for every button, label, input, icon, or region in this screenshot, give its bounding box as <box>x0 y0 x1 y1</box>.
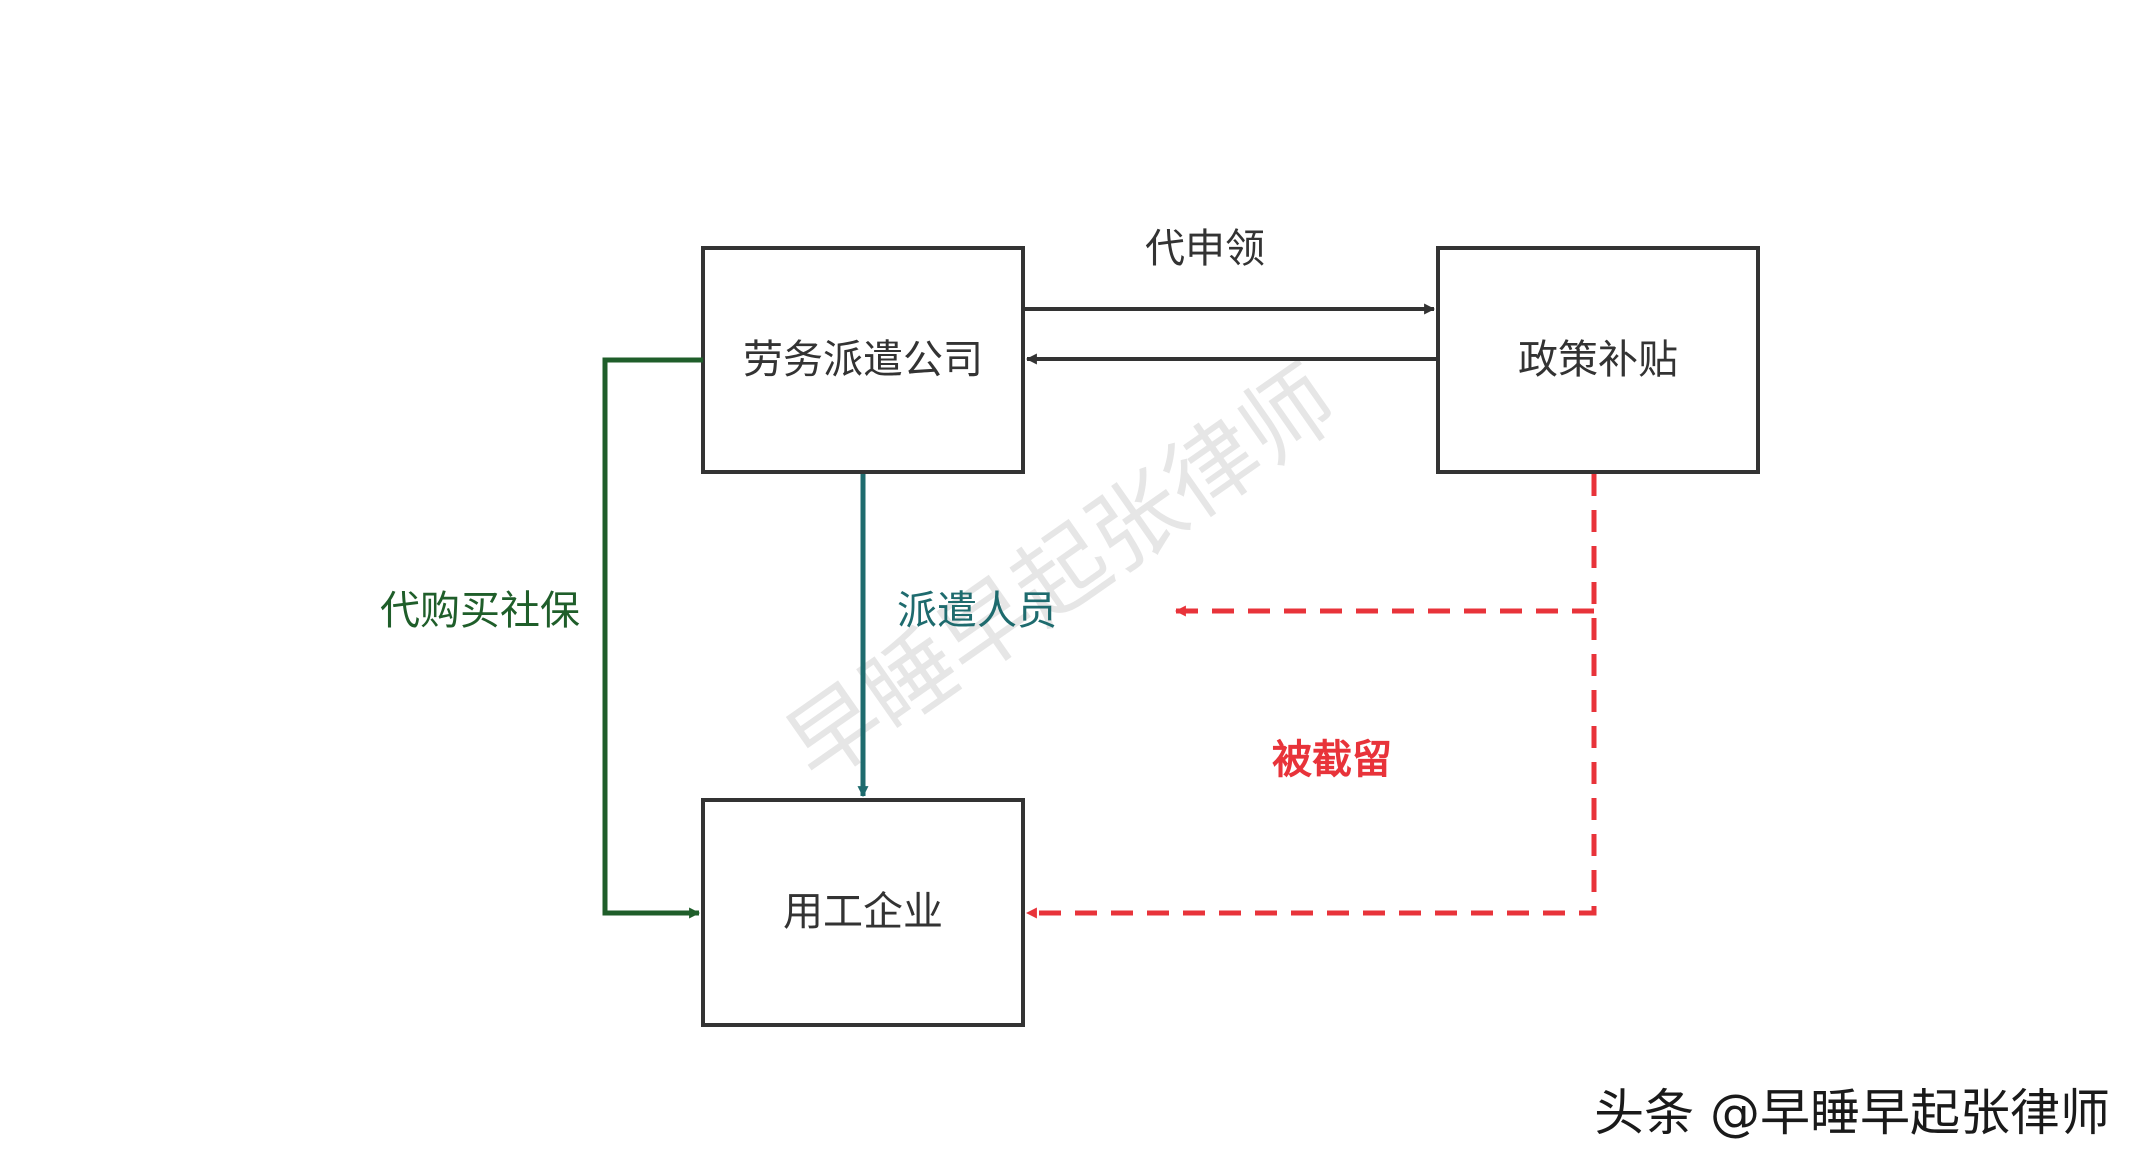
node-policy-subsidy: 政策补贴 <box>1436 246 1760 474</box>
edge-intercepted-to-employer <box>1025 474 1597 919</box>
node-employer-box <box>701 798 1025 1027</box>
edge-social-insurance-label: 代购买社保 <box>380 588 580 634</box>
credit-text: 头条 @早睡早起张律师 <box>1594 1084 2110 1142</box>
edge-intercepted-label: 被截留 <box>1272 737 1392 783</box>
node-dispatch-company-label: 劳务派遣公司 <box>743 337 983 383</box>
node-employer: 用工企业 <box>701 798 1025 1027</box>
node-dispatch-company-box <box>701 246 1025 474</box>
edge-apply-label: 代申领 <box>1145 226 1265 272</box>
node-policy-subsidy-label: 政策补贴 <box>1518 337 1678 383</box>
edge-social-insurance <box>602 357 703 919</box>
node-dispatch-company: 劳务派遣公司 <box>701 246 1025 474</box>
node-employer-label: 用工企业 <box>783 889 943 935</box>
edge-dispatch-staff-label: 派遣人员 <box>897 588 1057 634</box>
node-policy-subsidy-box <box>1436 246 1760 474</box>
